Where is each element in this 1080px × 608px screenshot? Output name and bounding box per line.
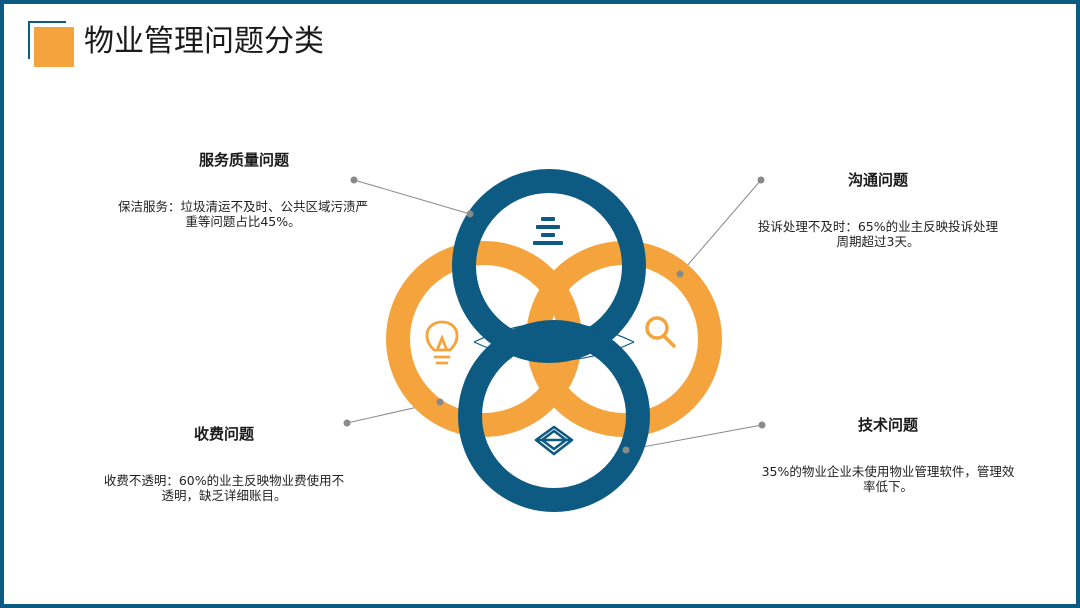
heading-communication: 沟通问题 bbox=[847, 171, 908, 189]
title-deco-square bbox=[34, 27, 74, 67]
leader-line-communication bbox=[679, 179, 762, 275]
heading-fees: 收费问题 bbox=[193, 425, 254, 443]
desc-communication: 投诉处理不及时：65%的业主反映投诉处理周期超过3天。 bbox=[757, 219, 999, 249]
leader-line-service bbox=[353, 179, 471, 215]
desc-fees: 收费不透明：60%的业主反映物业费使用不透明，缺乏详细账目。 bbox=[103, 473, 345, 503]
cube-icon bbox=[534, 425, 574, 456]
leader-line-technology bbox=[625, 424, 763, 451]
title-decoration bbox=[28, 21, 74, 67]
leader-dot-fees-outer bbox=[343, 419, 351, 427]
leader-dot-fees-inner bbox=[436, 398, 444, 406]
ring-top-blue bbox=[452, 169, 646, 363]
ring-bottom-blue bbox=[458, 320, 650, 512]
stacked-lines-icon bbox=[533, 217, 563, 245]
heading-technology: 技术问题 bbox=[857, 416, 918, 434]
leader-dot-technology-inner bbox=[622, 446, 630, 454]
lens-blue-lines bbox=[473, 322, 635, 362]
venn-diagram bbox=[343, 169, 766, 512]
desc-technology: 35%的物业企业未使用物业管理软件，管理效率低下。 bbox=[761, 464, 1015, 494]
leader-dot-service-inner bbox=[466, 210, 474, 218]
heading-service: 服务质量问题 bbox=[198, 151, 289, 169]
leader-dot-communication-outer bbox=[757, 176, 765, 184]
page-title: 物业管理问题分类 bbox=[84, 24, 324, 59]
desc-service: 保洁服务：垃圾清运不及时、公共区域污渍严重等问题占比45%。 bbox=[117, 199, 368, 229]
magnifier-icon bbox=[645, 316, 676, 348]
leader-dot-service-outer bbox=[350, 176, 358, 184]
leader-dot-communication-inner bbox=[676, 270, 684, 278]
title-deco-outline bbox=[28, 21, 66, 59]
lightbulb-icon bbox=[425, 320, 459, 365]
leader-dot-technology-outer bbox=[758, 421, 766, 429]
